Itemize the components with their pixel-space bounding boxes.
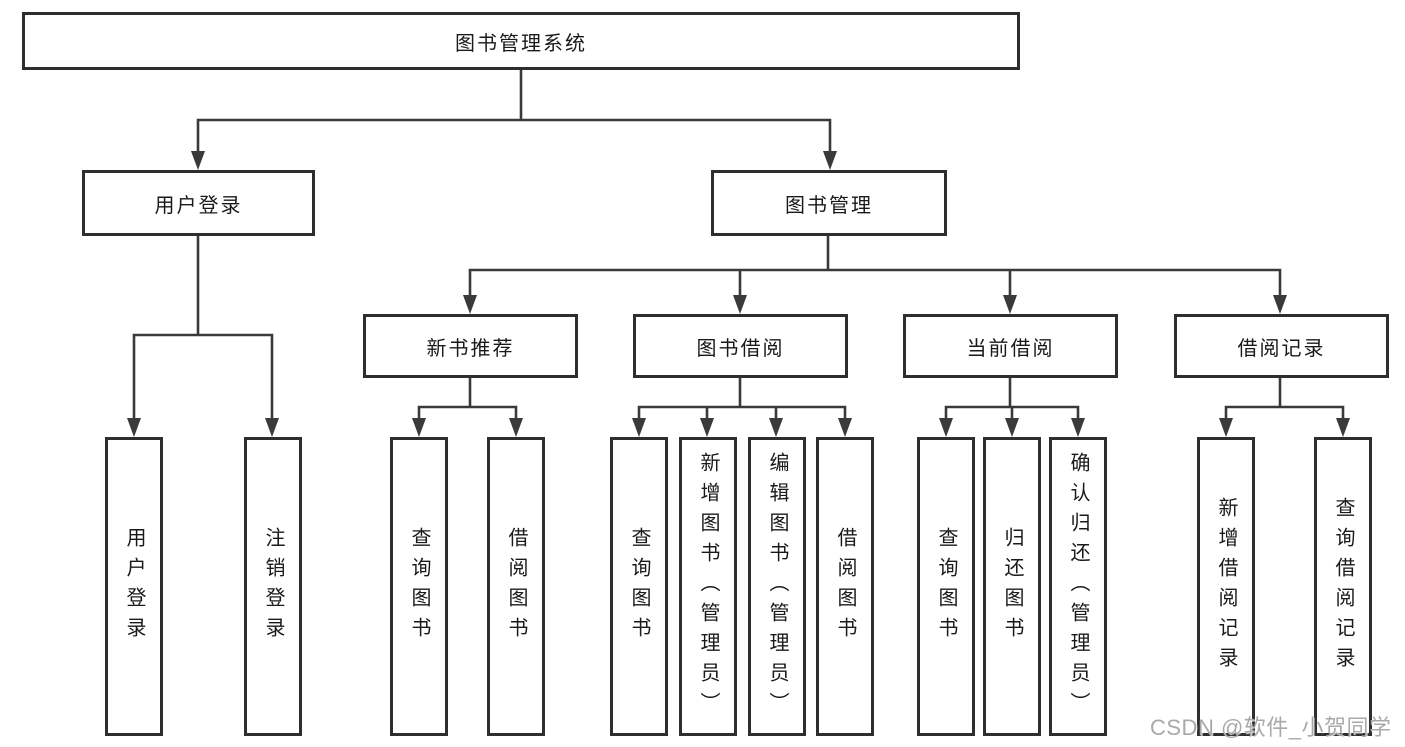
node-leaf-return-book: 归还图书 [983,437,1041,736]
arrowhead [632,418,646,437]
arrowhead [463,295,477,314]
node-leaf-label: 新增图书（管理员） [697,451,719,722]
node-leaf-label: 编辑图书（管理员） [766,451,788,722]
node-borrow-record: 借阅记录 [1174,314,1389,378]
connector-borrow-split [637,376,847,432]
node-root: 图书管理系统 [22,12,1020,70]
node-leaf-query-book-2: 查询图书 [610,437,668,736]
connector-bookmgmt-split [468,234,1282,308]
node-leaf-label: 查询图书 [628,526,650,647]
node-book-borrow: 图书借阅 [633,314,848,378]
connector-root-split [196,68,832,163]
node-leaf-label: 注销登录 [262,526,284,647]
node-leaf-label: 查询借阅记录 [1332,496,1354,677]
node-new-book-recommend: 新书推荐 [363,314,578,378]
node-leaf-label: 归还图书 [1001,526,1023,647]
node-leaf-query-borrow-record: 查询借阅记录 [1314,437,1372,736]
arrowhead [265,418,279,437]
node-user-login: 用户登录 [82,170,315,236]
node-borrow-record-label: 借阅记录 [1237,337,1326,360]
node-leaf-confirm-return-admin: 确认归还（管理员） [1049,437,1107,736]
arrowhead [823,151,837,170]
node-leaf-edit-book-admin: 编辑图书（管理员） [748,437,806,736]
connector-newbook-split [417,376,518,432]
arrowhead [412,418,426,437]
arrowhead [838,418,852,437]
node-leaf-label: 借阅图书 [505,526,527,647]
connector-record-split [1224,376,1345,432]
arrowhead [127,418,141,437]
arrowhead [939,418,953,437]
arrowhead [1336,418,1350,437]
arrowhead [1071,418,1085,437]
arrowhead [769,418,783,437]
arrowhead [733,295,747,314]
node-leaf-logout: 注销登录 [244,437,302,736]
node-leaf-borrow-book-2: 借阅图书 [816,437,874,736]
node-leaf-user-login: 用户登录 [105,437,163,736]
node-book-borrow-label: 图书借阅 [696,337,785,360]
node-book-management: 图书管理 [711,170,947,236]
node-leaf-borrow-book-1: 借阅图书 [487,437,545,736]
node-leaf-label: 确认归还（管理员） [1067,451,1089,722]
node-book-management-label: 图书管理 [785,194,873,217]
arrowhead [1273,295,1287,314]
node-leaf-add-book-admin: 新增图书（管理员） [679,437,737,736]
node-leaf-label: 查询图书 [935,526,957,647]
arrowhead [191,151,205,170]
node-current-borrow-label: 当前借阅 [966,337,1055,360]
node-leaf-query-book-1: 查询图书 [390,437,448,736]
node-leaf-label: 新增借阅记录 [1215,496,1237,677]
node-leaf-label: 用户登录 [123,526,145,647]
node-root-label: 图书管理系统 [455,32,587,55]
node-new-book-recommend-label: 新书推荐 [426,337,515,360]
arrowhead [509,418,523,437]
csdn-watermark: CSDN @软件_小贺同学 [1150,715,1392,740]
node-leaf-label: 查询图书 [408,526,430,647]
node-leaf-label: 借阅图书 [834,526,856,647]
arrowhead [1005,418,1019,437]
arrowhead [1003,295,1017,314]
node-current-borrow: 当前借阅 [903,314,1118,378]
arrowhead [1219,418,1233,437]
node-user-login-label: 用户登录 [154,194,243,217]
node-leaf-add-borrow-record: 新增借阅记录 [1197,437,1255,736]
node-leaf-query-book-3: 查询图书 [917,437,975,736]
connector-userlogin-split [132,234,274,432]
arrowhead [700,418,714,437]
